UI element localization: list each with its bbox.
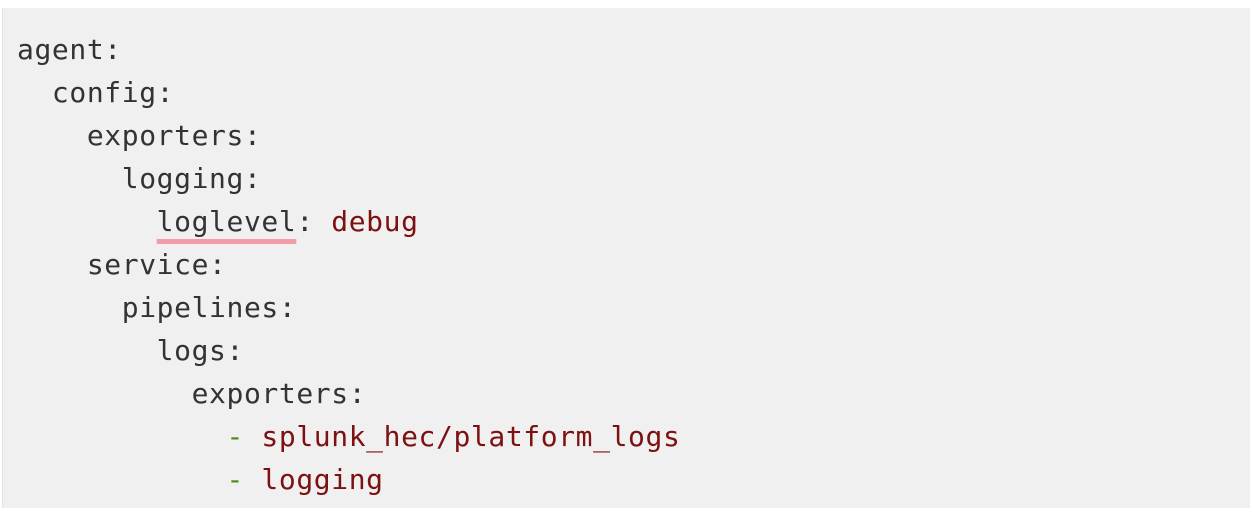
- indent: [17, 162, 122, 195]
- yaml-key: pipelines: [121, 291, 279, 324]
- yaml-key: agent: [17, 33, 105, 66]
- indent: [17, 76, 52, 109]
- code-line: agent:: [17, 28, 680, 71]
- yaml-code: agent: config: exporters: logging: logle…: [17, 28, 680, 501]
- code-line: service:: [17, 243, 680, 286]
- yaml-separator: :: [296, 205, 332, 238]
- code-block: agent: config: exporters: logging: logle…: [2, 8, 1250, 508]
- yaml-key: logging: [121, 162, 244, 195]
- list-dash: -: [226, 463, 262, 496]
- yaml-key: logs: [156, 334, 227, 367]
- yaml-value: debug: [331, 205, 419, 238]
- yaml-value: logging: [261, 463, 384, 496]
- yaml-separator: :: [348, 377, 367, 410]
- yaml-key: service: [86, 248, 210, 281]
- indent: [17, 377, 192, 410]
- yaml-key: loglevel: [156, 205, 297, 238]
- yaml-separator: :: [243, 119, 262, 152]
- code-line: exporters:: [17, 372, 680, 415]
- yaml-key: exporters: [191, 377, 349, 410]
- indent: [17, 420, 227, 453]
- yaml-separator: :: [226, 334, 244, 367]
- code-line: pipelines:: [17, 286, 680, 329]
- code-line: exporters:: [17, 114, 680, 157]
- yaml-separator: :: [209, 248, 227, 281]
- yaml-key: exporters: [86, 119, 244, 152]
- yaml-separator: :: [243, 162, 262, 195]
- code-line: - splunk_hec/platform_logs: [17, 415, 680, 458]
- code-line: logs:: [17, 329, 680, 372]
- yaml-separator: :: [104, 33, 122, 66]
- yaml-key: config: [51, 76, 157, 109]
- code-line: - logging: [17, 458, 680, 501]
- code-line: config:: [17, 71, 680, 114]
- indent: [17, 119, 87, 152]
- code-line: logging:: [17, 157, 680, 200]
- indent: [17, 291, 122, 324]
- code-line: loglevel: debug: [17, 200, 680, 243]
- yaml-separator: :: [278, 291, 297, 324]
- yaml-value: splunk_hec/platform_logs: [261, 420, 681, 453]
- list-dash: -: [226, 420, 262, 453]
- indent: [17, 334, 157, 367]
- yaml-separator: :: [156, 76, 175, 109]
- indent: [17, 205, 157, 238]
- indent: [17, 248, 87, 281]
- indent: [17, 463, 227, 496]
